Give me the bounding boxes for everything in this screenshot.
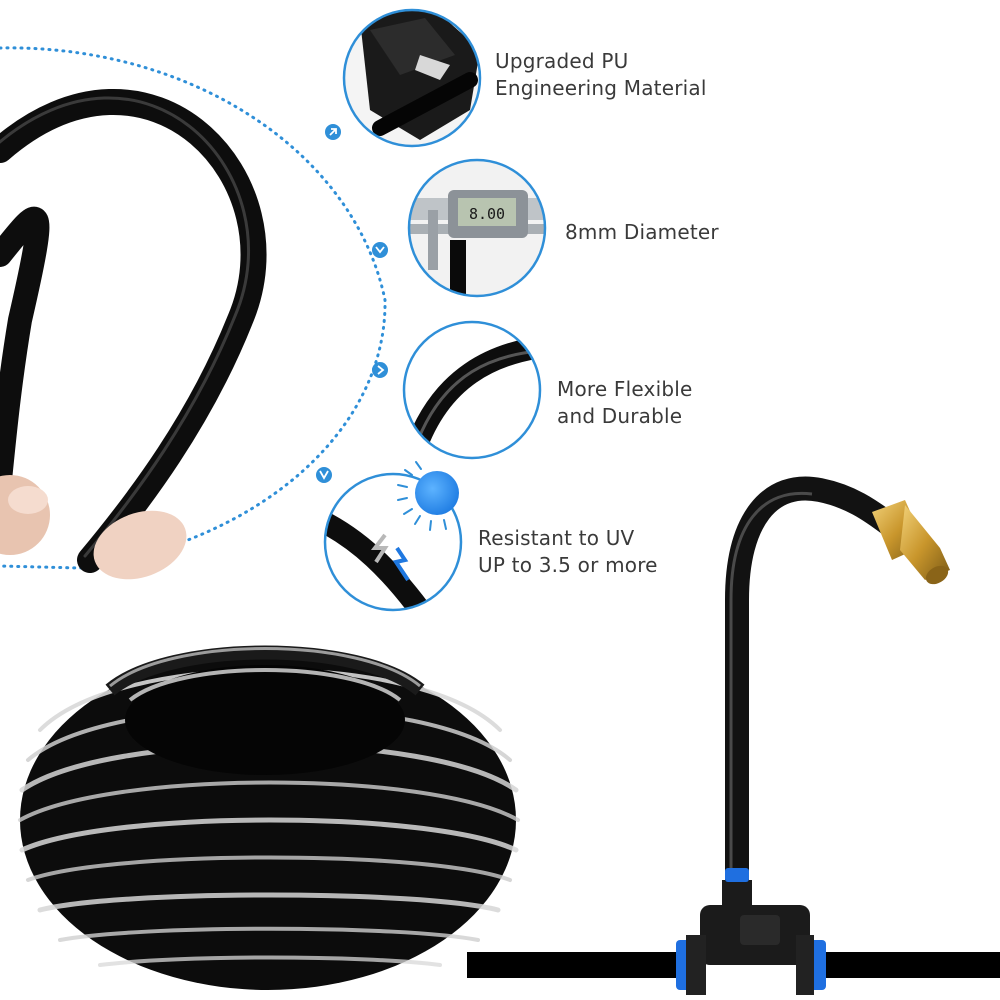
coiled-tube: [18, 645, 520, 990]
feature-text-line: Upgraded PU: [495, 49, 629, 73]
feature-text-line: and Durable: [557, 404, 683, 428]
caliper-readout: 8.00: [469, 205, 505, 223]
feature-text-line: UP to 3.5 or more: [478, 553, 658, 577]
brass-nozzle: [872, 500, 950, 585]
fingers: [0, 475, 187, 580]
arc-arrow-icon: [372, 242, 388, 258]
feature-label-flexible: More Flexible and Durable: [557, 376, 693, 430]
feature-label-uv: Resistant to UV UP to 3.5 or more: [478, 525, 658, 579]
feature-text-line: More Flexible: [557, 377, 693, 401]
arc-arrow-icon: [372, 362, 388, 378]
feature-circle-1: [342, 8, 482, 148]
feature-text-line: Engineering Material: [495, 76, 707, 100]
feature-label-material: Upgraded PU Engineering Material: [495, 48, 707, 102]
feature-text-line: 8mm Diameter: [565, 220, 719, 244]
feature-circle-3: [402, 320, 542, 460]
feature-circle-2: 8.00: [407, 158, 547, 298]
arc-arrow-markers: [316, 124, 388, 483]
arc-arrow-icon: [325, 124, 341, 140]
sun-uv-icon: [397, 461, 459, 531]
feature-text-line: Resistant to UV: [478, 526, 635, 550]
tee-fitting-assembly: [467, 476, 1000, 995]
dotted-arc: [0, 46, 387, 570]
arc-arrow-icon: [316, 467, 332, 483]
tube-loop: [0, 89, 267, 573]
feature-label-diameter: 8mm Diameter: [565, 219, 719, 246]
